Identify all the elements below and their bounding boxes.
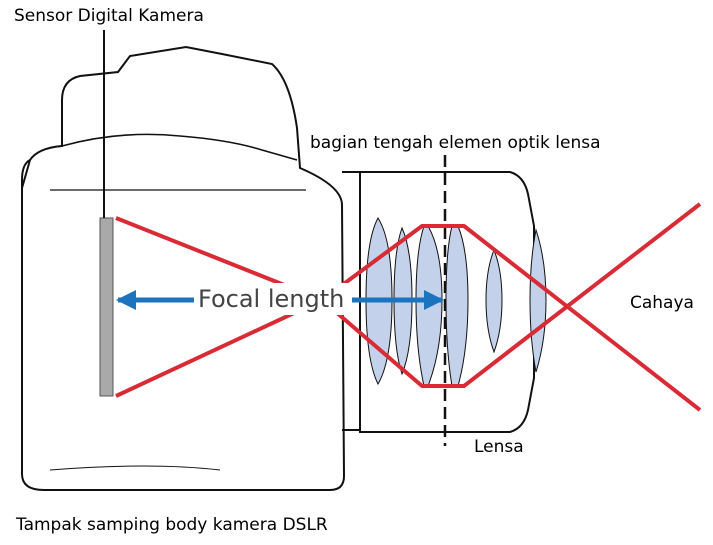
camera-body-outline bbox=[21, 45, 346, 491]
optical-center-label: bagian tengah elemen optik lensa bbox=[310, 133, 601, 153]
lens-element bbox=[529, 228, 547, 373]
light-ray-upper bbox=[115, 216, 702, 412]
lens-barrel bbox=[359, 171, 535, 433]
digital-sensor bbox=[99, 217, 114, 397]
camera-bottom-detail bbox=[49, 465, 221, 471]
diagram-caption: Tampak samping body kamera DSLR bbox=[16, 515, 328, 535]
lens-element bbox=[445, 225, 469, 387]
lens-element bbox=[415, 225, 443, 387]
focal-length-label: Focal length bbox=[194, 283, 349, 315]
lens-label: Lensa bbox=[474, 437, 524, 457]
sensor-label: Sensor Digital Kamera bbox=[14, 6, 204, 26]
camera-top-detail bbox=[61, 133, 298, 161]
camera-grip-detail bbox=[21, 159, 31, 188]
light-label: Cahaya bbox=[630, 293, 694, 313]
light-ray-lower bbox=[115, 202, 702, 398]
lens-element bbox=[485, 248, 503, 354]
